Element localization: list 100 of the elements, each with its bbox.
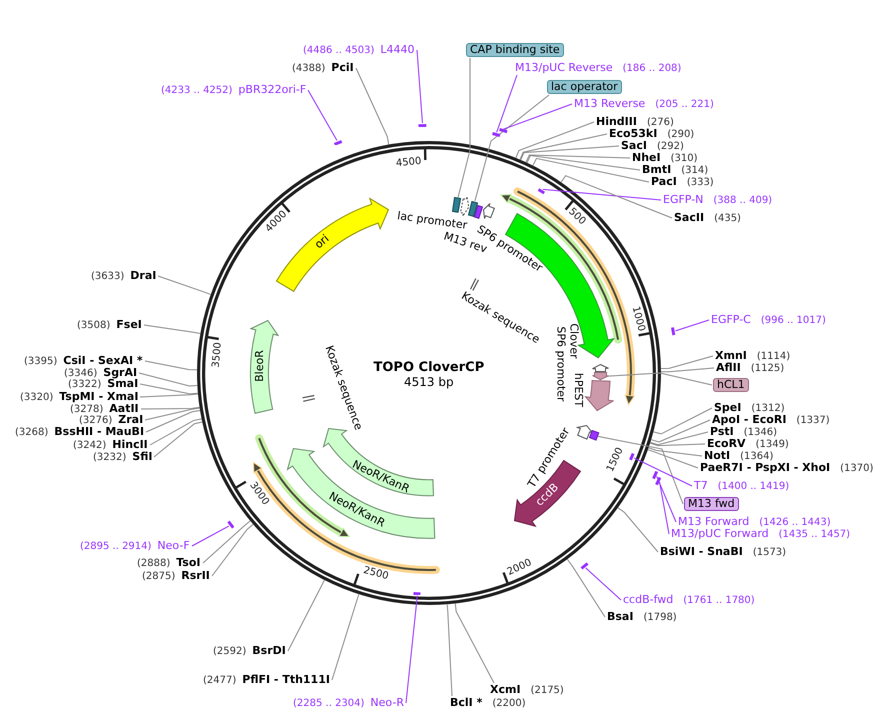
position-tick-label: 500 — [566, 206, 588, 228]
position-tick-label: 2500 — [362, 566, 390, 582]
leader-line — [446, 604, 452, 696]
leader-line — [652, 408, 712, 434]
enzyme-name: BmtI — [642, 164, 672, 176]
cut-site-position: (310) — [670, 152, 698, 164]
cut-site-position: (4388) — [292, 62, 326, 74]
enzyme-name: BssHII - MauBI — [54, 426, 144, 438]
cut-site-position: (3346) — [64, 368, 98, 379]
primer-name: Neo-R — [370, 696, 404, 708]
position-tick-label: 4500 — [396, 156, 422, 170]
leader-line — [617, 507, 658, 552]
leader-line — [150, 418, 202, 446]
cut-site-position: (333) — [686, 176, 714, 188]
leader-line — [458, 58, 470, 198]
leader-line — [192, 526, 230, 546]
leader-line — [454, 603, 494, 684]
enzyme-name: AflII — [716, 362, 741, 374]
feature-label-tag: M13 fwd — [684, 497, 739, 511]
primer-binding-range: (1761 .. 1780) — [683, 594, 755, 606]
cut-site-position: (1114) — [756, 350, 790, 362]
cut-site-position: (276) — [646, 116, 674, 128]
enzyme-name: PflFI - Tth111I — [242, 674, 330, 686]
enzyme-name: HincII — [112, 438, 148, 450]
leader-line — [650, 420, 710, 442]
enzyme-name: XmnI — [715, 350, 747, 362]
primer-name: EGFP-N — [663, 194, 704, 206]
leader-line — [140, 394, 198, 398]
leader-line — [566, 558, 606, 618]
primer-binding-range: (1400 .. 1419) — [718, 480, 790, 492]
leader-line — [288, 580, 325, 652]
leader-line — [660, 368, 714, 372]
primer-binding-range: (996 .. 1017) — [760, 314, 826, 326]
enzyme-name: XcmI — [490, 684, 521, 696]
leader-line — [520, 146, 620, 160]
cut-site-position: (1337) — [796, 414, 830, 426]
leader-line — [138, 372, 198, 386]
leader-line — [332, 594, 360, 680]
leader-line — [154, 422, 203, 458]
enzyme-name: SpeI — [714, 402, 742, 414]
primer-binding-range: (4486 .. 4503) — [303, 44, 374, 56]
enzyme-name: TspMI - XmaI — [59, 390, 138, 402]
primer-binding-range: (2895 .. 2914) — [80, 540, 152, 552]
cut-site-position: (292) — [656, 140, 684, 152]
leader-line — [356, 68, 390, 146]
leader-line — [140, 406, 200, 410]
enzyme-name: PaeR7I - PspXI - XhoI — [700, 462, 830, 474]
cut-site-position: (1364) — [740, 450, 774, 462]
cut-site-position: (1349) — [756, 438, 789, 450]
primer-binding-range: (186 .. 208) — [622, 62, 682, 74]
enzyme-name: RsrII — [181, 570, 210, 582]
cut-site-position: (3322) — [68, 378, 102, 390]
feature-label: hPEST — [572, 372, 584, 408]
leader-line — [647, 449, 698, 468]
feature-label-tag: lac operator — [547, 80, 622, 94]
enzyme-name: BsaI — [607, 610, 634, 622]
enzyme-name: DraI — [130, 270, 156, 282]
enzyme-name: BclI * — [450, 696, 482, 708]
leader-line — [144, 360, 198, 370]
plasmid-length: 4513 bp — [404, 376, 454, 388]
cut-site-position: (2200) — [492, 698, 526, 710]
enzyme-name: ApoI - EcoRI — [712, 414, 786, 426]
primer-binding-range: (388 .. 409) — [713, 194, 772, 206]
primer-binding-range: (1435 .. 1457) — [778, 528, 850, 540]
cut-site-position: (1573) — [752, 546, 786, 558]
leader-line — [585, 567, 622, 600]
leader-line — [144, 324, 201, 334]
cut-site-position: (290) — [667, 128, 694, 140]
enzyme-name: PciI — [331, 62, 354, 74]
feature-label-tag: CAP binding site — [466, 43, 564, 57]
enzyme-name: NheI — [632, 152, 661, 164]
leader-line — [496, 74, 518, 133]
cut-site-position: (1798) — [643, 612, 677, 624]
position-tick-label: 2000 — [506, 558, 534, 578]
enzyme-name: CsiI - SexAI * — [63, 354, 143, 366]
enzyme-name: TsoI — [176, 556, 201, 568]
cut-site-position: (3320) — [20, 392, 54, 404]
primer-name: pBR322ori-F — [238, 84, 306, 96]
cut-site-position: (3268) — [15, 426, 48, 438]
leader-line — [144, 408, 200, 420]
cut-site-position: (2888) — [137, 558, 170, 570]
leader-line — [416, 50, 423, 124]
cut-site-position: (3242) — [73, 440, 106, 452]
enzyme-name: SfiI — [132, 450, 152, 462]
cut-site-position: (3508) — [77, 320, 110, 332]
enzyme-name: HindIII — [596, 116, 637, 128]
leader-line — [560, 175, 672, 218]
cut-site-position: (1125) — [750, 362, 784, 374]
enzyme-name: SgrAI — [103, 366, 138, 378]
leader-line — [650, 432, 708, 446]
leader-line — [202, 520, 251, 564]
leader-line — [526, 154, 640, 170]
primer-name: M13/pUC Forward — [671, 528, 769, 540]
cut-site-position: (435) — [714, 212, 741, 224]
feature-label: lac promoter — [396, 210, 468, 232]
enzyme-name: SacI — [621, 140, 647, 152]
leader-line — [607, 372, 712, 386]
plasmid-name: TOPO CloverCP — [374, 361, 484, 375]
cut-site-position: (1370) — [840, 462, 874, 474]
cut-site-position: (1346) — [744, 426, 778, 438]
